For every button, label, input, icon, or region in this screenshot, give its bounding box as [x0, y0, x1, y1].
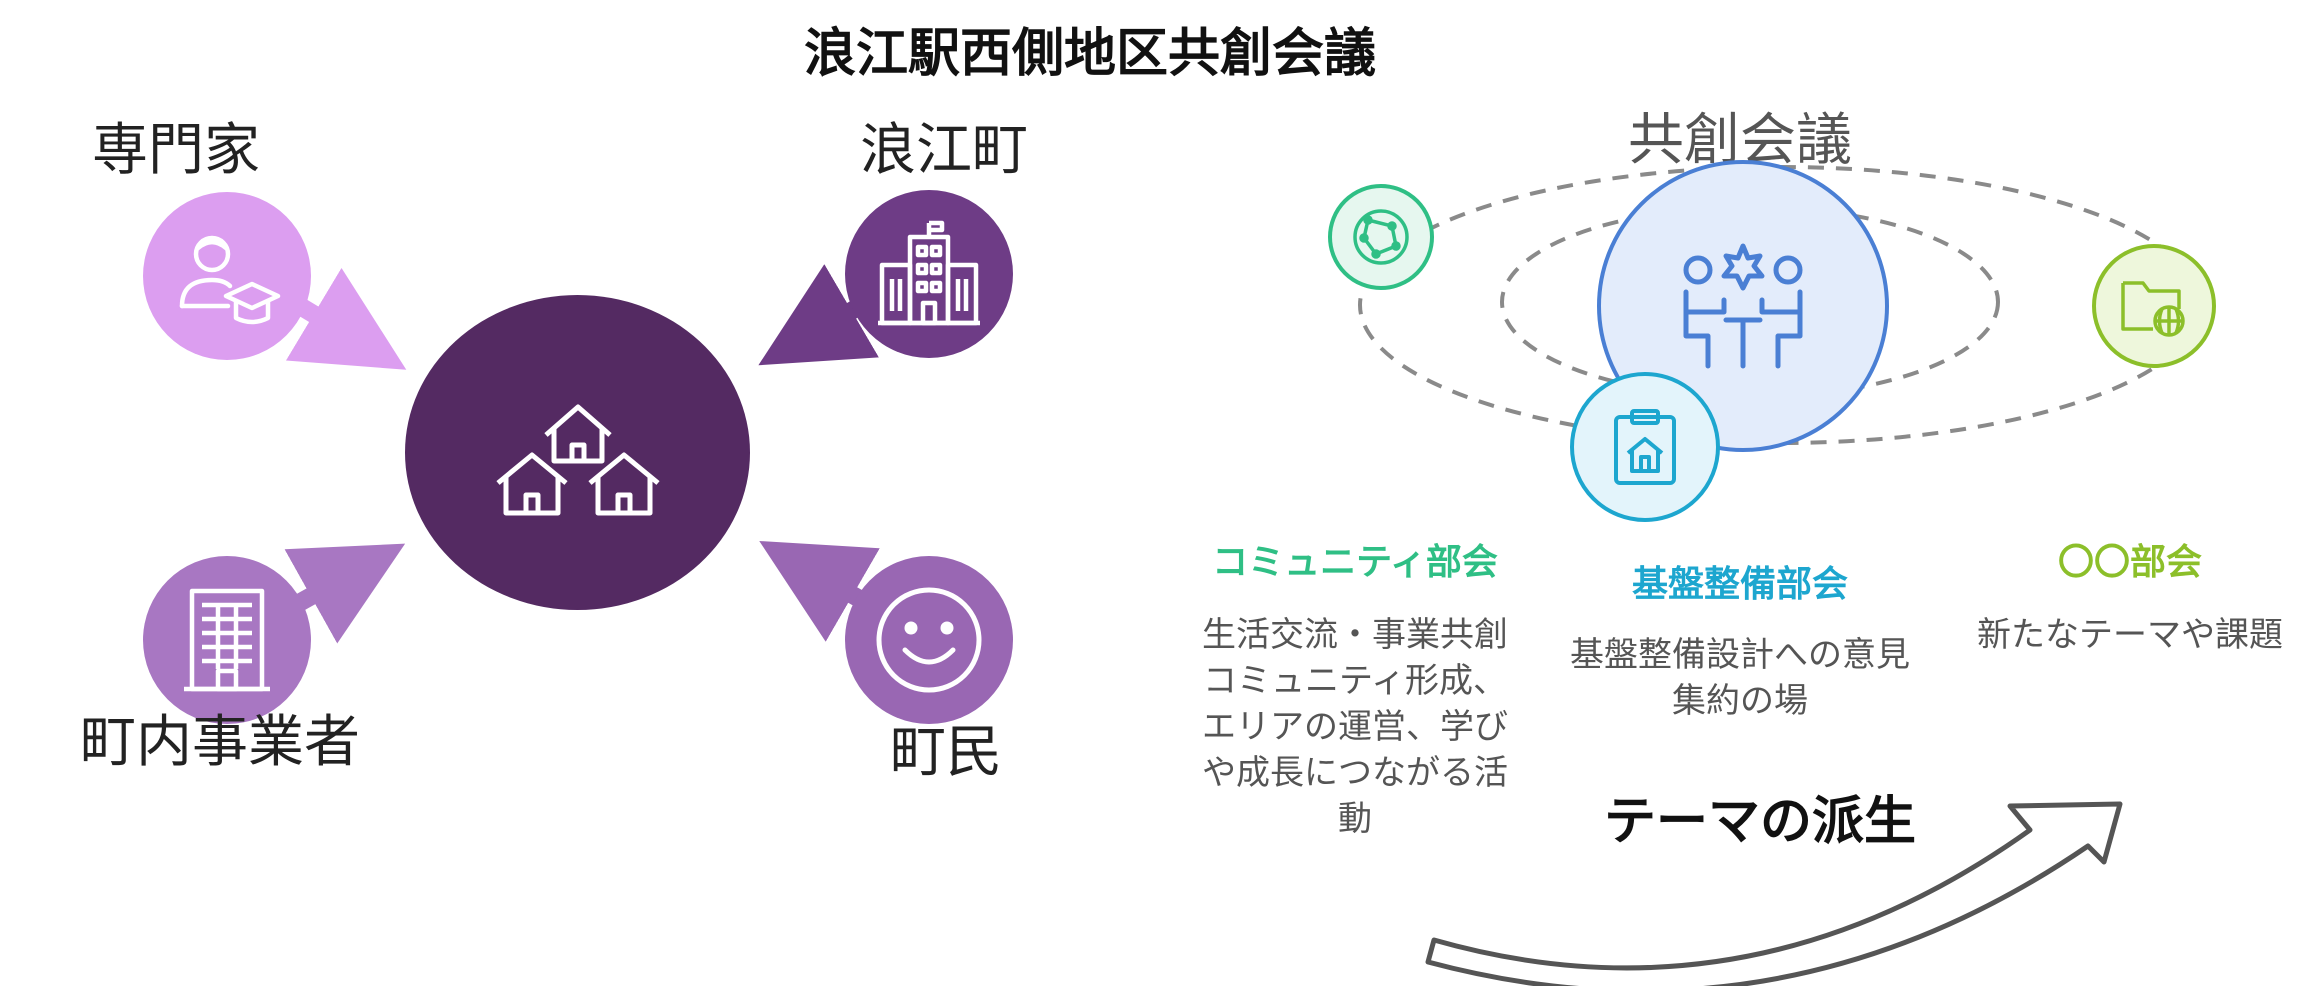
page-title: 浪江駅西側地区共創会議: [803, 24, 1376, 84]
theme-derivation-label: テーマの派生: [1603, 792, 1916, 852]
folder-globe-icon: [2121, 281, 2185, 337]
town-hall-building-icon: [878, 220, 980, 326]
hub-circle: [1597, 160, 1889, 452]
other-subcommittee-title: 〇〇部会: [2057, 542, 2202, 583]
community-subcommittee-desc: 生活交流・事業共創コミュニティ形成、エリアの運営、学びや成長につながる活動: [1202, 615, 1508, 839]
residents-circle: [845, 556, 1013, 724]
theme-derivation-arrow: [1425, 801, 2123, 986]
meeting-people-icon: [1683, 243, 1803, 369]
graduate-person-icon: [179, 235, 281, 325]
houses-icon: [495, 404, 660, 515]
businesses-label: 町内事業者: [80, 710, 360, 775]
globe-network-icon: [1353, 209, 1409, 265]
office-building-icon: [184, 588, 270, 692]
other-subcommittee-desc: 新たなテーマや課題: [1977, 615, 2283, 655]
other-orbit-circle: [2092, 244, 2216, 368]
infrastructure-subcommittee-title: 基盤整備部会: [1631, 564, 1848, 605]
experts-label: 専門家: [92, 118, 260, 183]
center-circle: [405, 295, 750, 610]
experts-circle: [143, 192, 311, 360]
businesses-circle: [143, 556, 311, 724]
town-circle: [845, 190, 1013, 358]
community-subcommittee-title: コミュニティ部会: [1212, 542, 1498, 583]
infrastructure-subcommittee-desc: 基盤整備設計への意見集約の場: [1570, 635, 1910, 721]
smiley-face-icon: [876, 587, 982, 693]
community-orbit-circle: [1328, 184, 1434, 290]
town-label: 浪江町: [860, 118, 1028, 183]
infrastructure-orbit-circle: [1570, 372, 1720, 522]
clipboard-house-icon: [1614, 409, 1676, 485]
residents-label: 町民: [890, 720, 1002, 785]
